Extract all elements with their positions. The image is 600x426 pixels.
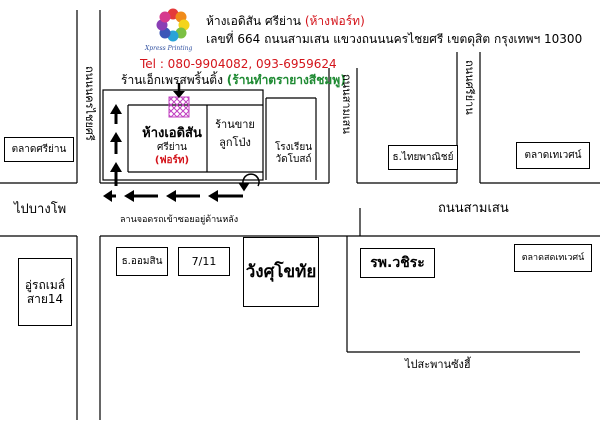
school-line-1: โรงเรียน: [274, 141, 313, 153]
thewet-fresh-market-label: ตลาดสดเทเวศน์: [521, 252, 585, 263]
place-thewet-market: ตลาดเทเวศน์: [516, 142, 590, 169]
header-shop-line: ห้างเอดิสัน ศรีย่าน (ห้างฟอร์ท): [206, 15, 365, 27]
road-label-nakhon-chaisri: ถนนนครไชยศรี: [83, 66, 96, 141]
arrow-down-icon: [173, 83, 185, 98]
header-address: เลขที่ 664 ถนนสามเสน แขวงถนนนครไชยศรี เข…: [206, 32, 583, 46]
pink-shop-marker: [168, 96, 190, 118]
header-shop-alias: (ห้างฟอร์ท): [304, 14, 365, 28]
parking-note: ลานจอดรถเข้าซอยอยู่ด้านหลัง: [120, 215, 239, 225]
place-market-sriyan: ตลาดศรีย่าน: [4, 137, 74, 162]
road-label-soi-right-2: ถนนศรีย่าน: [463, 60, 476, 115]
main-store-name: ห้างเอดิสัน: [142, 126, 202, 141]
place-market-sriyan-label: ตลาดศรีย่าน: [11, 143, 67, 155]
thai-commerce-label: ธ.ไทยพาณิชย์: [392, 151, 454, 163]
header-phone: Tel : 080-9904082, 093-6959624: [140, 57, 337, 71]
place-bus-garage: อู่รถเมล์ สาย14: [18, 258, 72, 326]
seven-eleven-label: 7/11: [191, 254, 217, 268]
main-store-sub: ศรีย่าน: [156, 142, 188, 154]
place-thewet-fresh-market: ตลาดสดเทเวศน์: [514, 244, 592, 272]
place-seven-eleven: 7/11: [178, 247, 230, 276]
place-main-store: ห้างเอดิสัน ศรีย่าน (ฟอร์ท): [139, 126, 205, 167]
gsb-label: ธ.ออมสิน: [121, 255, 163, 267]
road-label-soi-right-1: ถนนสามเสน: [340, 74, 353, 134]
road-label-to-sang-hi: ไปสะพานซังฮี้: [405, 358, 471, 371]
header-shop-name: ห้างเอดิสัน ศรีย่าน: [206, 14, 301, 28]
u-turn-icon: [238, 173, 260, 192]
header-neighbor-shop: ร้านเอ็กเพรสพริ้นติ้ง: [121, 73, 223, 87]
bus-garage-line-2: สาย14: [26, 292, 64, 306]
hospital-label: รพ.วชิระ: [370, 254, 425, 271]
thewet-market-label: ตลาดเทเวศน์: [524, 149, 582, 161]
flower-logo-icon: [156, 8, 190, 42]
road-label-samsen: ถนนสามเสน: [438, 201, 509, 216]
header-neighbor-line: ร้านเอ็กเพรสพริ้นติ้ง (ร้านทำตรายางสีชมพ…: [121, 74, 346, 86]
place-school: โรงเรียน วัดโบสถ์: [272, 138, 315, 169]
logo-text: Xpress Printing: [145, 45, 193, 52]
main-store-block-outline: [102, 89, 264, 181]
road-label-to-bang-pho: ไปบางโพ: [14, 202, 67, 217]
palace-label: วังศุโขทัย: [245, 261, 317, 282]
route-arrow-icon: [103, 104, 243, 202]
place-balloon-shop: ร้านขาย ลูกโป่ง: [209, 116, 261, 151]
balloon-shop-line-2: ลูกโป่ง: [219, 135, 251, 149]
place-thai-commerce: ธ.ไทยพาณิชย์: [388, 145, 458, 170]
place-gsb: ธ.ออมสิน: [116, 247, 168, 276]
school-line-2: วัดโบสถ์: [275, 153, 312, 165]
bus-garage-line-1: อู่รถเมล์: [24, 277, 66, 292]
main-store-alias: (ฟอร์ท): [154, 154, 190, 166]
place-sukhothai-palace: วังศุโขทัย: [243, 237, 319, 307]
header-neighbor-alias: (ร้านทำตรายางสีชมพู): [226, 73, 346, 87]
balloon-shop-line-1: ร้านขาย: [215, 118, 255, 131]
place-vajira-hospital: รพ.วชิระ: [360, 248, 435, 278]
